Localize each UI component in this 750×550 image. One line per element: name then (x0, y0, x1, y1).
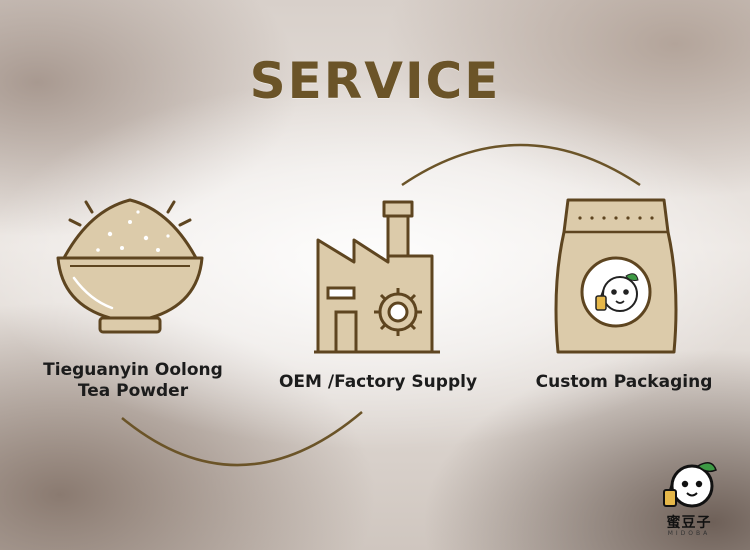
tea-powder-label-line2: Tea Powder (77, 381, 189, 401)
brand-mascot-icon (663, 462, 717, 508)
page-title: SERVICE (249, 52, 501, 110)
mascot-icon (595, 273, 639, 312)
brand-name-cn: 蜜豆子 (666, 515, 712, 531)
tea-powder-bowl-icon (56, 198, 204, 334)
service-label-tea-powder: Tieguanyin Oolong Tea Powder (30, 360, 236, 402)
brand-name-en: MIDOBA (667, 530, 711, 537)
brand-logo: 蜜豆子 MIDOBA (654, 458, 724, 538)
tea-powder-label-line1: Tieguanyin Oolong (43, 360, 223, 380)
service-label-packaging: Custom Packaging (535, 372, 713, 392)
factory-icon (314, 200, 440, 354)
bottom-arc (121, 411, 363, 467)
top-arc (401, 143, 641, 187)
packaging-bag-icon (554, 198, 678, 354)
service-label-factory: OEM /Factory Supply (278, 372, 478, 392)
